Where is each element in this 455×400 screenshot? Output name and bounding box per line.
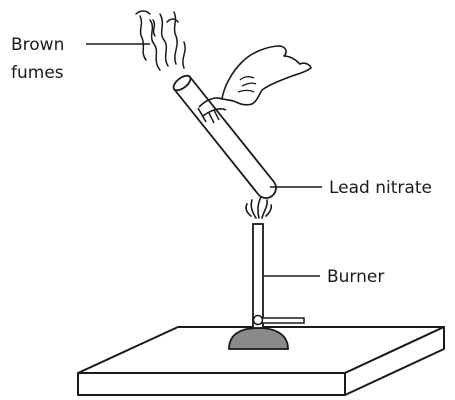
burner-valve [252, 314, 264, 326]
tube-holder [197, 97, 227, 123]
lead-nitrate-label: Lead nitrate [329, 178, 432, 198]
brown-fumes-label-line1: Brown [11, 35, 64, 55]
table [77, 326, 445, 396]
hand-finger-lines [237, 76, 257, 93]
brown-fumes [135, 10, 186, 71]
burner-label: Burner [327, 267, 384, 287]
burner-tube [252, 223, 264, 329]
flame [245, 196, 273, 219]
test-tube-mouth [172, 74, 192, 92]
brown-fumes-label-line2: fumes [11, 63, 64, 83]
hand-icon [221, 45, 312, 106]
table-front [77, 372, 346, 396]
table-side [344, 326, 445, 396]
test-tube [172, 45, 312, 199]
burner [228, 223, 305, 350]
burner-gas-inlet [261, 317, 305, 324]
tube-holder-detail [208, 109, 220, 124]
